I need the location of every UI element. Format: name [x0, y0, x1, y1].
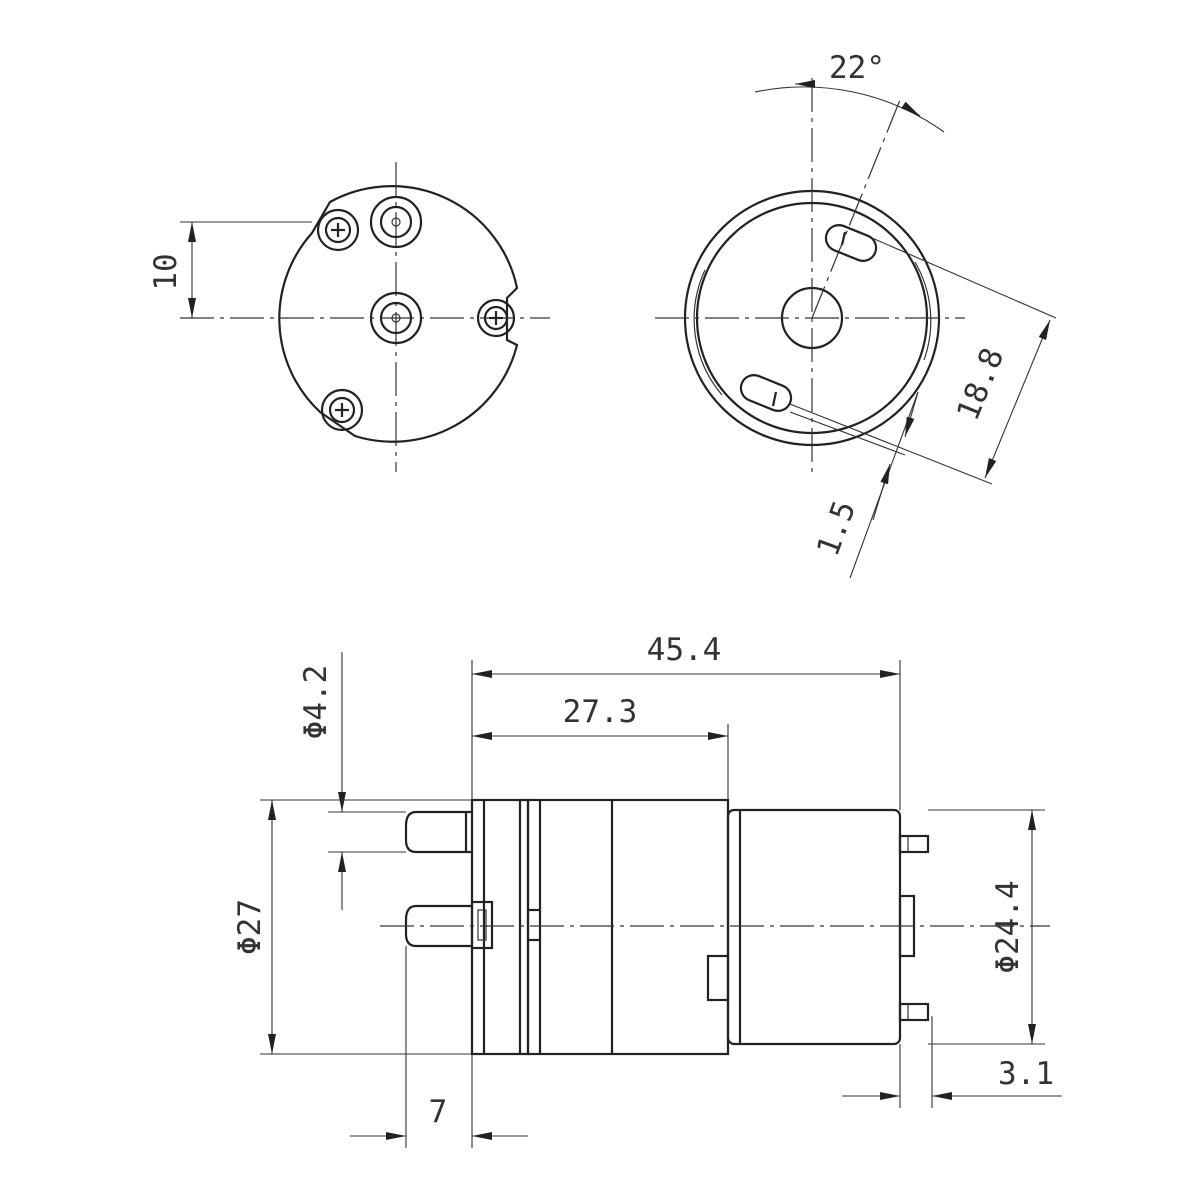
screw-head-right	[476, 298, 516, 338]
label-port-angle: 22°	[829, 50, 885, 86]
terminal-slot-lower	[739, 374, 793, 412]
motor-side-tab	[706, 954, 730, 1002]
screw-head-top-left	[316, 208, 360, 252]
front-view: 10	[148, 162, 550, 472]
side-lower-port	[404, 900, 494, 950]
rear-view: 22° 18.8 1.5	[655, 50, 1057, 579]
pump-head-body	[526, 798, 730, 1056]
dimension-port-angle: 22°	[754, 50, 945, 133]
label-port-diameter: Φ4.2	[298, 665, 334, 740]
label-slot-span: 18.8	[950, 343, 1011, 426]
dimension-pump-head-diameter: Φ27	[232, 799, 472, 1055]
label-overall-length: 45.4	[647, 632, 722, 668]
label-pump-head-length: 27.3	[563, 694, 638, 730]
dimension-slot-width: 1.5	[789, 391, 919, 579]
dimension-motor-diameter: Φ24.4	[928, 809, 1045, 1045]
terminal-slot-upper	[824, 224, 878, 262]
label-bolt-spacing: 10	[148, 253, 184, 290]
dimension-bolt-spacing: 10	[148, 221, 312, 318]
label-terminal-offset: 3.1	[998, 1056, 1054, 1092]
terminal-lower	[898, 1002, 930, 1022]
dimension-terminal-offset: 3.1	[842, 1016, 1062, 1108]
dimension-port-length: 7	[350, 946, 528, 1148]
front-body-outline	[278, 185, 519, 443]
front-upper-port	[369, 195, 423, 249]
dimension-slot-span: 18.8	[789, 237, 1057, 485]
label-pump-head-diameter: Φ27	[232, 899, 268, 955]
dimension-pump-head-length: 27.3	[472, 694, 729, 800]
front-center-port	[369, 291, 423, 345]
screw-head-bottom-left	[320, 388, 364, 432]
dimension-overall-length: 45.4	[471, 632, 901, 810]
label-slot-width: 1.5	[810, 496, 863, 561]
label-motor-diameter: Φ24.4	[990, 880, 1026, 973]
terminal-upper	[898, 834, 930, 854]
side-upper-port	[404, 810, 472, 854]
motor-body	[726, 808, 902, 1046]
side-view: 45.4 27.3 Φ4.2 Φ27 Φ24.4	[232, 632, 1062, 1148]
label-port-length: 7	[429, 1094, 448, 1130]
dimension-port-diameter: Φ4.2	[298, 652, 406, 910]
